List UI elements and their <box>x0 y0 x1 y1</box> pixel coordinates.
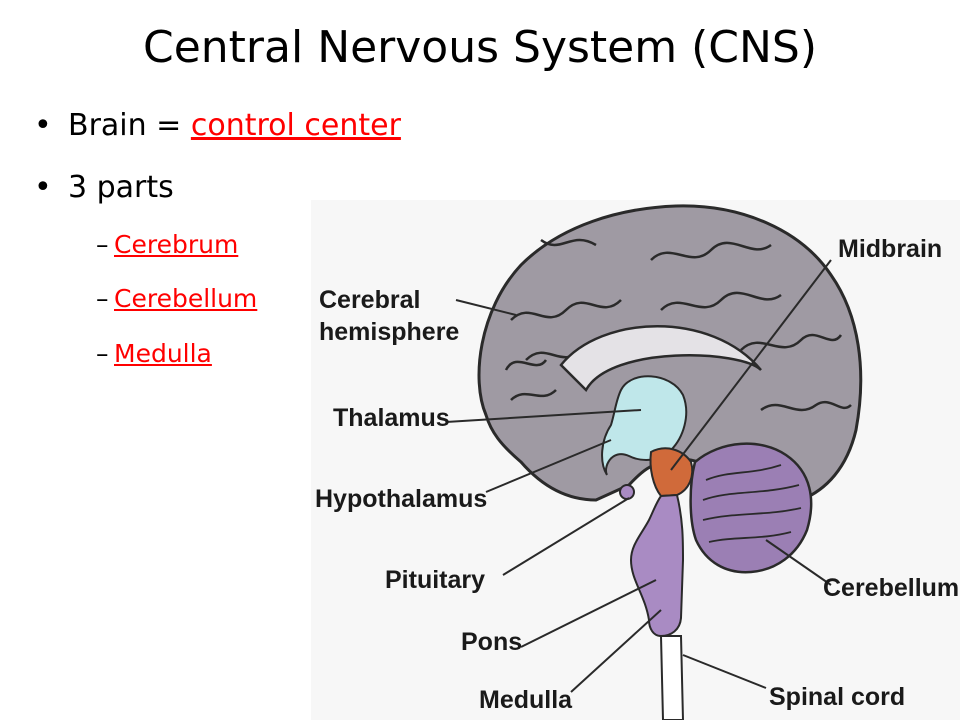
pituitary-shape <box>619 484 635 500</box>
control-center-link[interactable]: control center <box>190 108 401 143</box>
brain-diagram: Midbrain Cerebral hemisphere Thalamus Hy… <box>311 200 960 721</box>
midbrain-shape <box>649 447 694 498</box>
spinal-cord-shape <box>659 635 685 721</box>
label-hypothalamus: Hypothalamus <box>315 485 487 513</box>
dash-icon: – <box>96 339 109 368</box>
subbullet-cerebellum: –Cerebellum <box>96 284 257 313</box>
cerebrum-link[interactable]: Cerebrum <box>114 230 239 259</box>
subbullet-cerebrum: –Cerebrum <box>96 230 238 259</box>
gyri-lines <box>504 238 852 412</box>
subbullet-medulla: –Medulla <box>96 339 212 368</box>
bullet-brain: • Brain = control center <box>34 108 401 143</box>
medulla-link[interactable]: Medulla <box>114 339 212 368</box>
bullet-brain-prefix: Brain = <box>68 108 191 143</box>
bullet-parts: • 3 parts <box>34 170 174 205</box>
label-spinal-cord: Spinal cord <box>769 683 905 711</box>
bullet-parts-text: 3 parts <box>68 170 174 205</box>
label-thalamus: Thalamus <box>333 404 450 432</box>
cerebellum-shape <box>689 442 813 574</box>
cerebellum-folds <box>702 464 802 543</box>
label-pituitary: Pituitary <box>385 566 485 594</box>
dash-icon: – <box>96 230 109 259</box>
label-cerebellum: Cerebellum <box>823 574 959 602</box>
corpus-callosum <box>559 325 762 393</box>
label-pons: Pons <box>461 628 522 656</box>
cerebellum-link[interactable]: Cerebellum <box>114 284 258 313</box>
label-cerebral: Cerebral <box>319 286 420 314</box>
bullet-dot: • <box>34 170 52 205</box>
label-medulla: Medulla <box>479 686 573 714</box>
leader-lines <box>445 259 832 693</box>
label-midbrain: Midbrain <box>838 235 942 263</box>
label-hemisphere: hemisphere <box>319 318 459 346</box>
bullet-dot: • <box>34 108 52 143</box>
slide-title: Central Nervous System (CNS) <box>143 22 817 73</box>
dash-icon: – <box>96 284 109 313</box>
